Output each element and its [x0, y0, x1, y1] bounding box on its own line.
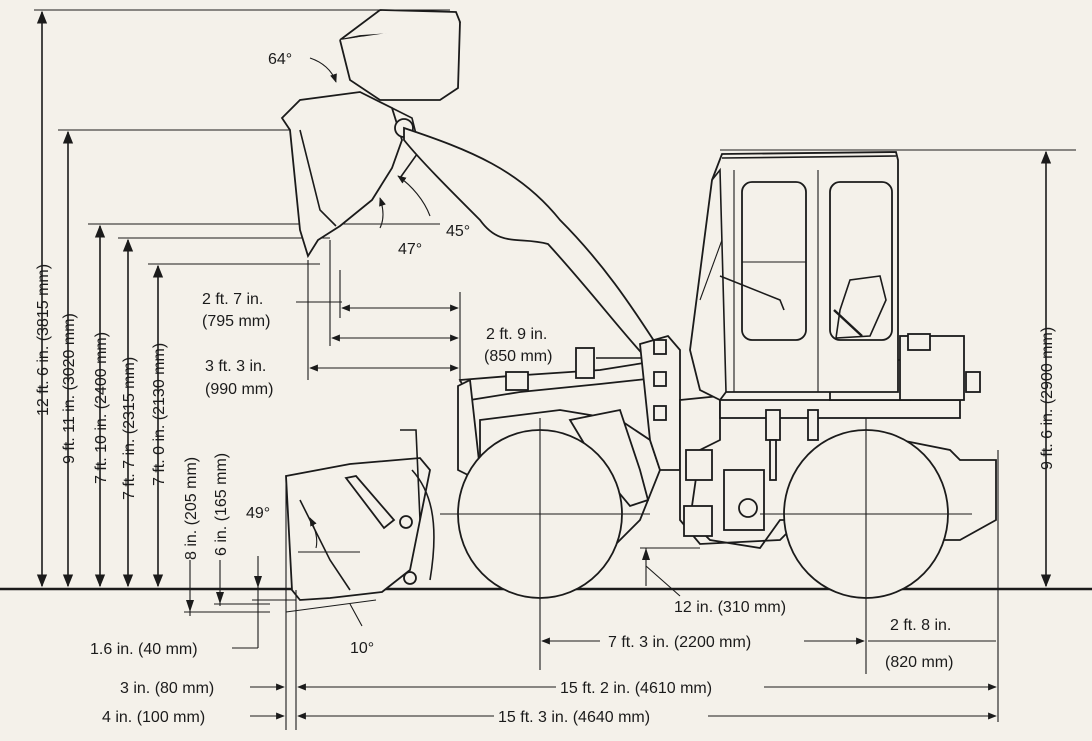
dim-label-length-4640: 15 ft. 3 in. (4640 mm) — [498, 709, 650, 726]
angle-label-47: 47° — [398, 241, 422, 258]
vertical-dimension-lines — [34, 9, 450, 648]
reach-label-990mm: (990 mm) — [205, 381, 273, 398]
raised-bucket — [280, 9, 462, 259]
dim-label-offset-4in: 4 in. (100 mm) — [102, 709, 205, 726]
reach-label-850mm: (850 mm) — [484, 348, 552, 365]
dim-label-length-4610: 15 ft. 2 in. (4610 mm) — [560, 680, 712, 697]
reach-label-795mm: (795 mm) — [202, 313, 270, 330]
angle-label-64: 64° — [268, 51, 292, 68]
angle-arcs — [309, 57, 431, 627]
reach-label-2ft9: 2 ft. 9 in. — [486, 326, 547, 343]
angle-label-10: 10° — [350, 640, 374, 657]
dim-label-dig-depth: 1.6 in. (40 mm) — [90, 641, 198, 658]
dim-label-8in: 8 in. (205 mm) — [183, 457, 200, 560]
dim-label-9ft11: 9 ft. 11 in. (3020 mm) — [61, 313, 78, 464]
dim-label-7ft10: 7 ft. 10 in. (2400 mm) — [93, 332, 110, 484]
lowered-bucket — [285, 429, 435, 613]
reach-label-3ft3: 3 ft. 3 in. — [205, 358, 266, 375]
height-dimension-right — [720, 149, 1076, 588]
dim-label-6in: 6 in. (165 mm) — [213, 453, 230, 556]
angle-label-49: 49° — [246, 505, 270, 522]
reach-label-2ft7: 2 ft. 7 in. — [202, 291, 263, 308]
dim-label-9ft6: 9 ft. 6 in. (2900 mm) — [1039, 327, 1056, 470]
dim-label-12ft6: 12 ft. 6 in. (3815 mm) — [35, 264, 52, 416]
dim-label-ground-clearance: 12 in. (310 mm) — [674, 599, 786, 616]
rear-wheel — [760, 418, 972, 674]
operator-cab — [689, 151, 899, 402]
dim-label-rear-overhang: 2 ft. 8 in. — [890, 617, 951, 634]
loader-boom — [403, 126, 662, 401]
bottom-dimension-lines — [232, 450, 999, 730]
reach-dimension-lines — [296, 240, 461, 382]
dim-label-rear-overhang-mm: (820 mm) — [885, 654, 953, 671]
dim-label-offset-3in: 3 in. (80 mm) — [120, 680, 214, 697]
dim-label-7ft7: 7 ft. 7 in. (2315 mm) — [121, 357, 138, 500]
dim-label-7ft0: 7 ft. 0 in. (2130 mm) — [151, 343, 168, 486]
angle-label-45: 45° — [446, 223, 470, 240]
dim-label-wheelbase: 7 ft. 3 in. (2200 mm) — [608, 634, 751, 651]
